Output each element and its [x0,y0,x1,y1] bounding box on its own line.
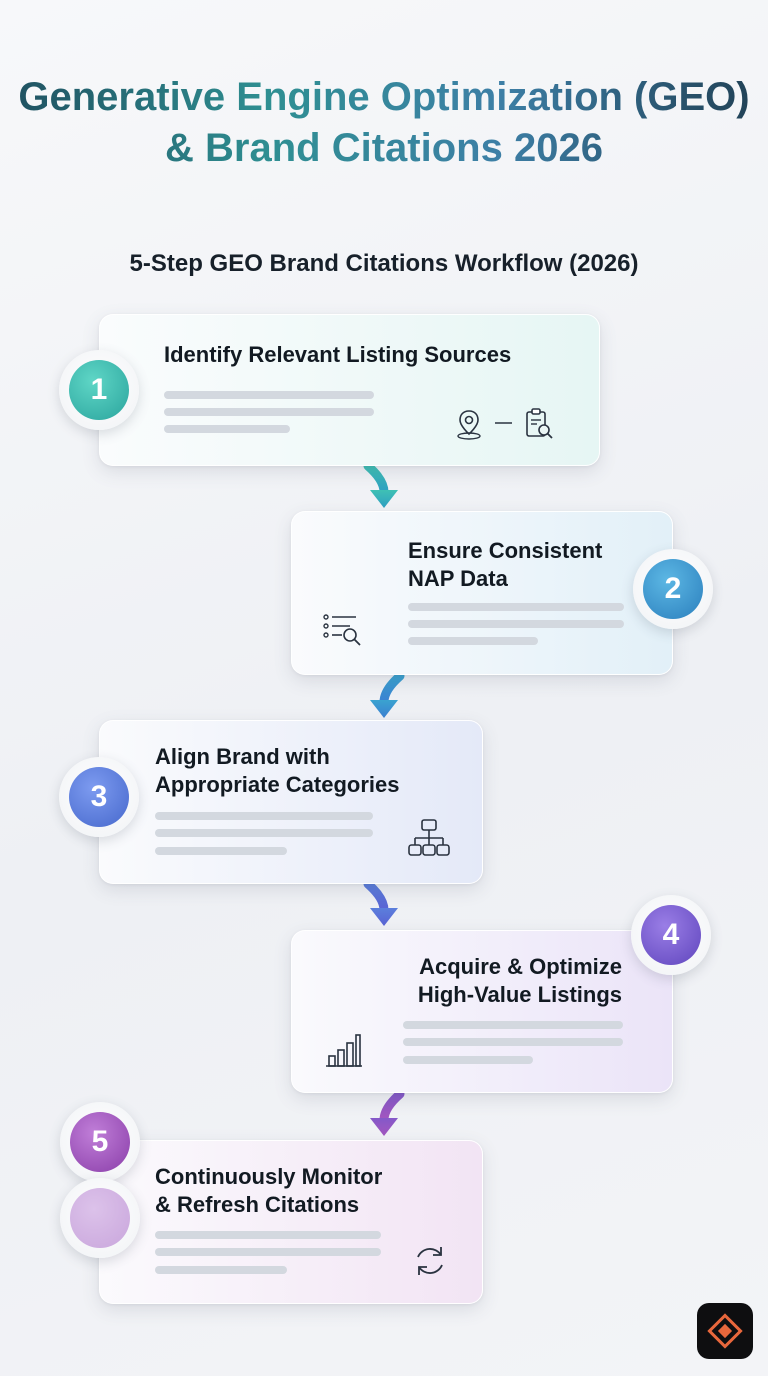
brand-logo [697,1303,753,1359]
step-number: 2 [643,559,703,619]
hierarchy-icon [408,819,450,856]
page-title: Generative Engine Optimization (GEO) & B… [0,72,768,174]
placeholder-line [408,620,624,628]
bar-chart-icon [326,1034,362,1067]
step-title: Ensure Consistent NAP Data [408,538,603,591]
arrow-down-icon [370,672,405,718]
step-badge-2: 2 [633,549,713,629]
step-number: 5 [70,1112,130,1172]
step-title: Identify Relevant Listing Sources [164,342,512,367]
step-badge-5: 5 [60,1102,140,1182]
placeholder-line [155,1266,287,1274]
step-card-4: Acquire & Optimize High-Value Listings [291,930,673,1093]
placeholder-line [155,829,373,837]
step-card-3: Align Brand with Appropriate Categories [99,720,483,884]
clipboard-search-icon [526,408,553,439]
step-card-2: Ensure Consistent NAP Data [291,511,673,675]
placeholder-line [403,1021,623,1029]
placeholder-line [155,1248,381,1256]
placeholder-line [155,1231,381,1239]
step-card-5: Continuously Monitor & Refresh Citations [99,1140,483,1304]
placeholder-line [408,637,538,645]
list-search-icon [323,614,361,646]
placeholder-line [155,847,287,855]
decorative-circle [60,1178,140,1258]
step-number: 4 [641,905,701,965]
arrow-down-icon [363,462,398,508]
step-badge-1: 1 [59,350,139,430]
placeholder-line [155,812,373,820]
arrow-down-icon [363,880,398,926]
placeholder-line [408,603,624,611]
refresh-icon [417,1247,443,1275]
arrow-down-icon [370,1090,405,1136]
workflow-subtitle: 5-Step GEO Brand Citations Workflow (202… [129,250,639,277]
step-title: Acquire & Optimize High-Value Listings [417,954,622,1007]
step-number: 1 [69,360,129,420]
step-title: Align Brand with Appropriate Categories [155,744,400,797]
step-badge-3: 3 [59,757,139,837]
step-number: 3 [69,767,129,827]
dash-separator-icon [495,422,512,424]
step-badge-4: 4 [631,895,711,975]
placeholder-line [164,391,374,399]
placeholder-line [403,1056,533,1064]
decorative-circle-fill [70,1188,130,1248]
placeholder-line [164,408,374,416]
step-card-1: Identify Relevant Listing Sources [99,314,600,466]
placeholder-line [164,425,290,433]
diamond-logo-icon [707,1313,743,1349]
placeholder-line [403,1038,623,1046]
step-title: Continuously Monitor & Refresh Citations [155,1164,383,1217]
map-pin-icon [457,410,481,440]
